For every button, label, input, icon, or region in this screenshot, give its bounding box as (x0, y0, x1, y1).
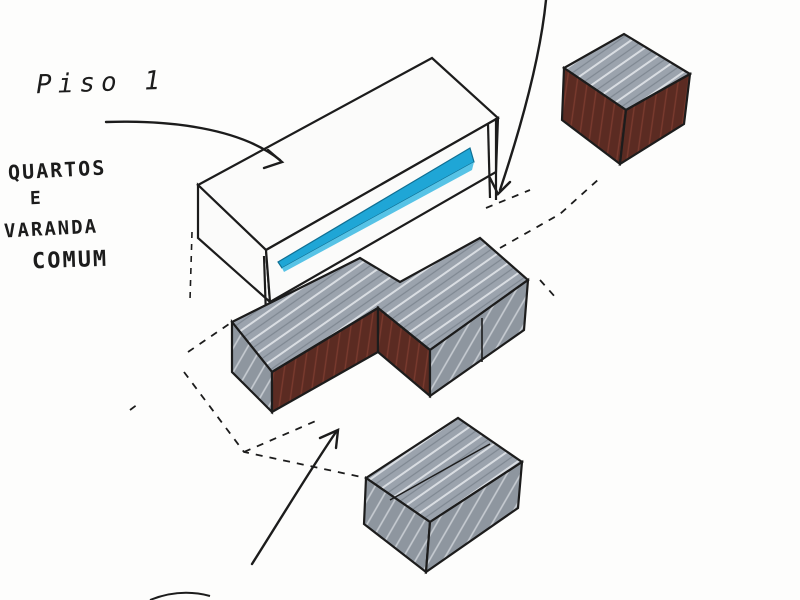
annex-north-wall-right (618, 71, 692, 167)
dashed-line (187, 321, 233, 353)
footprint-dashed-outline (129, 177, 601, 479)
dashed-line (129, 403, 139, 411)
annotation-arrows (104, 0, 548, 566)
label-common: COMUM (31, 246, 109, 275)
dashed-line (243, 419, 319, 453)
dashed-line (539, 279, 557, 299)
annex-volume-north (560, 32, 693, 167)
stray-pen-mark (149, 591, 211, 600)
arrow-head (262, 148, 285, 170)
label-balcony: VARANDA (3, 215, 99, 243)
column-dashed (189, 231, 193, 301)
label-and: E (29, 187, 44, 210)
label-rooms: QUARTOS (7, 155, 107, 185)
l-volume-right-face (428, 277, 530, 399)
dashed-line (485, 189, 531, 209)
annex-south-front-right (424, 459, 524, 575)
column (486, 123, 492, 199)
annex-volume-south (362, 416, 524, 575)
arrow-head (318, 428, 340, 450)
arrow-piso-to-volume (104, 120, 282, 162)
ground-floor-l-volume (230, 236, 530, 415)
dashed-line (499, 177, 601, 249)
upper-floor-volume (189, 56, 500, 317)
arrow-top-entry (498, 0, 548, 192)
arrow-bottom-entry (250, 430, 338, 566)
label-floor: Piso 1 (35, 65, 167, 101)
arrow-head (488, 176, 512, 197)
balcony-window-highlight (282, 162, 474, 272)
roof-ridge (389, 443, 491, 501)
